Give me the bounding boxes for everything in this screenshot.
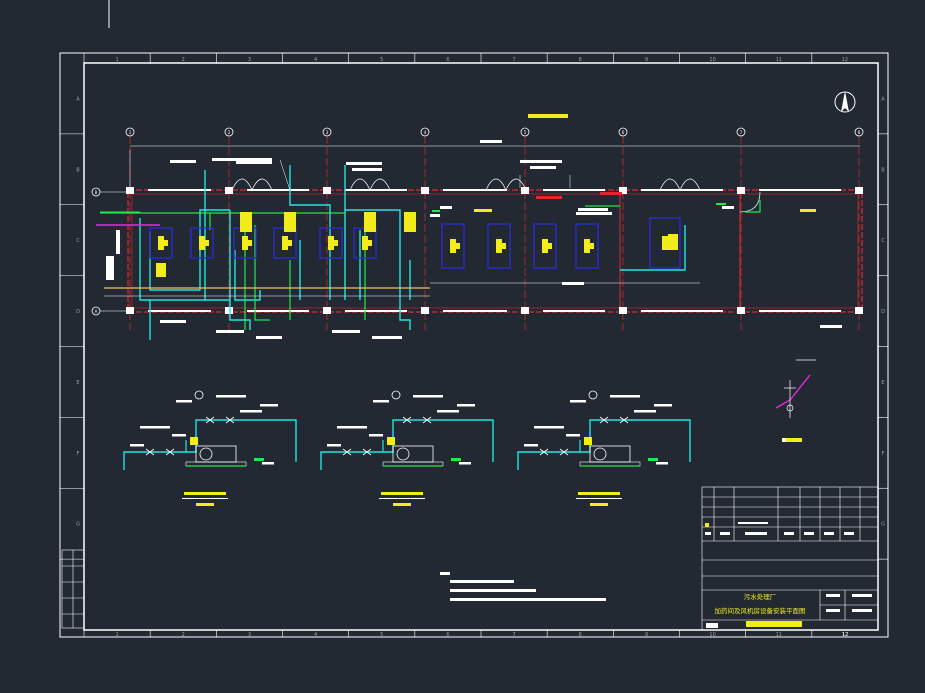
structural-columns bbox=[126, 187, 863, 314]
frame-top-number: 6 bbox=[446, 57, 449, 63]
sheet-number: 12 bbox=[842, 632, 848, 638]
frame-top-number: 2 bbox=[182, 57, 185, 63]
frame-top-number: 5 bbox=[380, 57, 383, 63]
axis-bubble bbox=[520, 127, 530, 137]
frame-bottom-number: 3 bbox=[248, 632, 251, 638]
axis-bubble bbox=[854, 127, 864, 137]
frame-bottom-number: 6 bbox=[446, 632, 449, 638]
title-line-1: 污水处理厂 bbox=[744, 592, 777, 601]
frame-top-number: 10 bbox=[709, 57, 715, 63]
axis-number: 1 bbox=[129, 130, 132, 135]
frame-left-letter: G bbox=[76, 522, 80, 528]
frame-right-letter: C bbox=[881, 238, 885, 244]
frame-bottom-number: 9 bbox=[645, 632, 648, 638]
frame-left-letter: B bbox=[76, 167, 80, 173]
frame-bottom-number: 11 bbox=[776, 632, 782, 638]
frame-zone-ticks bbox=[60, 53, 888, 637]
frame-top-number: 12 bbox=[842, 57, 848, 63]
frame-left-letter: E bbox=[76, 380, 79, 386]
frame-bottom-number: 1 bbox=[115, 632, 118, 638]
frame-right-letter: G bbox=[881, 522, 885, 528]
row-axis-label: A bbox=[95, 309, 98, 314]
wall-windows bbox=[148, 189, 841, 312]
axis-bubble bbox=[322, 127, 332, 137]
row-axis-label: B bbox=[95, 190, 98, 195]
frame-right-letter: A bbox=[881, 96, 885, 102]
axis-bubble bbox=[618, 127, 628, 137]
axis-number: 5 bbox=[524, 130, 527, 135]
frame-left-letter: C bbox=[76, 238, 80, 244]
cyan-pipe-network bbox=[139, 165, 686, 340]
pump-sections bbox=[123, 390, 691, 506]
isometric-detail-title bbox=[782, 438, 802, 442]
drawing-number-box bbox=[746, 621, 802, 627]
door-swings bbox=[231, 178, 761, 213]
frame-left-letter: A bbox=[76, 96, 80, 102]
frame-top-number: 3 bbox=[248, 57, 251, 63]
left-revision-table bbox=[61, 549, 85, 629]
frame-right-letter: E bbox=[881, 380, 884, 386]
axis-bubble bbox=[125, 127, 135, 137]
axis-number: 8 bbox=[858, 130, 861, 135]
frame-top-number: 7 bbox=[512, 57, 515, 63]
axis-bubble bbox=[224, 127, 234, 137]
frame-right-letter: B bbox=[881, 167, 885, 173]
general-notes bbox=[440, 572, 606, 601]
pump-section bbox=[517, 390, 691, 506]
isometric-detail-bubble bbox=[782, 438, 786, 442]
frame-bottom-number: 8 bbox=[579, 632, 582, 638]
frame-bottom-number: 5 bbox=[380, 632, 383, 638]
pump-section bbox=[320, 390, 494, 506]
title-block-marker bbox=[705, 523, 709, 527]
magenta-pipe-isometric bbox=[789, 374, 811, 401]
building-walls bbox=[127, 189, 863, 313]
dimension-text bbox=[480, 140, 502, 143]
outer-frame bbox=[59, 52, 889, 638]
plan-annotations bbox=[100, 150, 842, 339]
axis-bubble bbox=[420, 127, 430, 137]
frame-bottom-number: 12 bbox=[842, 632, 848, 638]
axis-number: 2 bbox=[228, 130, 231, 135]
pump-section bbox=[123, 390, 297, 506]
frame-left-letter: F bbox=[77, 451, 80, 457]
inner-frame bbox=[83, 62, 879, 631]
frame-top-number: 9 bbox=[645, 57, 648, 63]
title-block bbox=[701, 486, 879, 631]
frame-bottom-number: 4 bbox=[314, 632, 317, 638]
frame-left-letter: D bbox=[76, 309, 80, 315]
north-arrow-icon bbox=[834, 91, 856, 113]
room-labels bbox=[474, 209, 816, 212]
frame-top-number: 8 bbox=[579, 57, 582, 63]
frame-right-letter: D bbox=[881, 309, 885, 315]
frame-top-number: 1 bbox=[115, 57, 118, 63]
grid-axis-lines: 1 2 3 4 5 6 7 8B A bbox=[95, 127, 864, 330]
blower-equipment bbox=[106, 212, 681, 280]
axis-bubble bbox=[736, 127, 746, 137]
magenta-pipe-isometric-tail bbox=[775, 399, 791, 409]
axis-number: 6 bbox=[622, 130, 625, 135]
isometric-detail bbox=[784, 359, 816, 418]
plan-title-text bbox=[528, 114, 568, 118]
frame-bottom-number: 2 bbox=[182, 632, 185, 638]
axis-number: 3 bbox=[326, 130, 329, 135]
row-axis-bubbles bbox=[91, 187, 128, 316]
title-line-2: 加药间及风机房设备安装平面图 bbox=[715, 606, 806, 615]
frame-top-number: 4 bbox=[314, 57, 317, 63]
axis-number: 4 bbox=[424, 130, 427, 135]
frame-right-letters: A B C D E F G bbox=[881, 96, 885, 527]
frame-top-number: 11 bbox=[776, 57, 782, 63]
axis-number: 7 bbox=[740, 130, 743, 135]
frame-right-letter: F bbox=[882, 451, 885, 457]
frame-bottom-number: 7 bbox=[512, 632, 515, 638]
frame-left-letters: A B C D E F G bbox=[76, 96, 80, 527]
frame-bottom-number: 10 bbox=[709, 632, 715, 638]
